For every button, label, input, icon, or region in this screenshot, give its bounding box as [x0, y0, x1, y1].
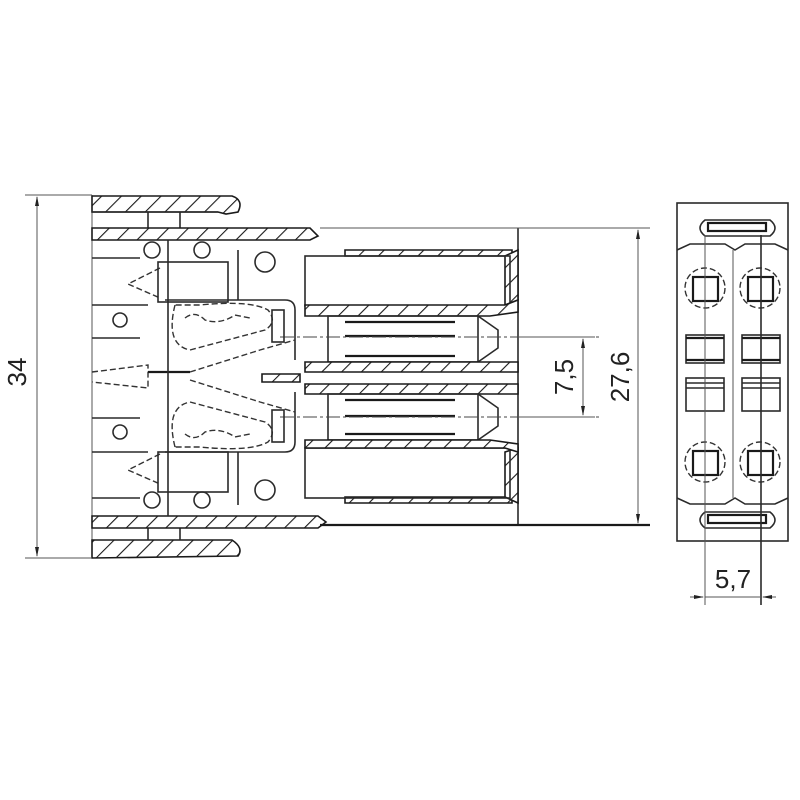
- dimension-body-height: 27,6: [518, 227, 650, 524]
- clamp-opening-right-bottom: [739, 441, 781, 483]
- upper-pin-socket: [280, 298, 600, 363]
- bottom-latch-flange: [91, 539, 241, 559]
- hole: [143, 241, 161, 259]
- bottom-housing-wall: [91, 515, 328, 529]
- release-tool-slot: [91, 364, 149, 389]
- dimension-label-5-7: 5,7: [715, 564, 751, 594]
- hole: [112, 312, 128, 328]
- front-outline: [676, 202, 789, 542]
- lower-pin-socket: [280, 393, 600, 454]
- front-view: [676, 202, 789, 605]
- hole: [193, 491, 211, 509]
- hole: [143, 491, 161, 509]
- dimension-label-34: 34: [2, 358, 32, 387]
- lower-spring-clamp: [157, 379, 296, 493]
- central-divider-upper: [304, 361, 519, 373]
- hole: [112, 424, 128, 440]
- dimension-overall-height: 34: [2, 194, 92, 559]
- dimension-label-27-6: 27,6: [605, 352, 635, 403]
- top-housing-wall: [91, 227, 320, 241]
- upper-chamber-top: [344, 249, 513, 257]
- clamp-opening-right-top: [739, 267, 781, 309]
- hole: [193, 241, 211, 259]
- dimension-label-7-5: 7,5: [549, 359, 579, 395]
- hole: [254, 251, 276, 273]
- dimension-pin-pitch-side: 7,5: [518, 336, 595, 418]
- upper-spring-clamp: [148, 261, 296, 374]
- side-section-view: [91, 195, 650, 559]
- central-divider-lower: [304, 383, 519, 395]
- top-latch-flange: [91, 195, 241, 215]
- top-latch-slot: [699, 219, 776, 237]
- hole: [254, 479, 276, 501]
- dimension-pin-pitch-front: 5,7: [690, 564, 776, 599]
- bottom-latch-slot: [699, 511, 776, 529]
